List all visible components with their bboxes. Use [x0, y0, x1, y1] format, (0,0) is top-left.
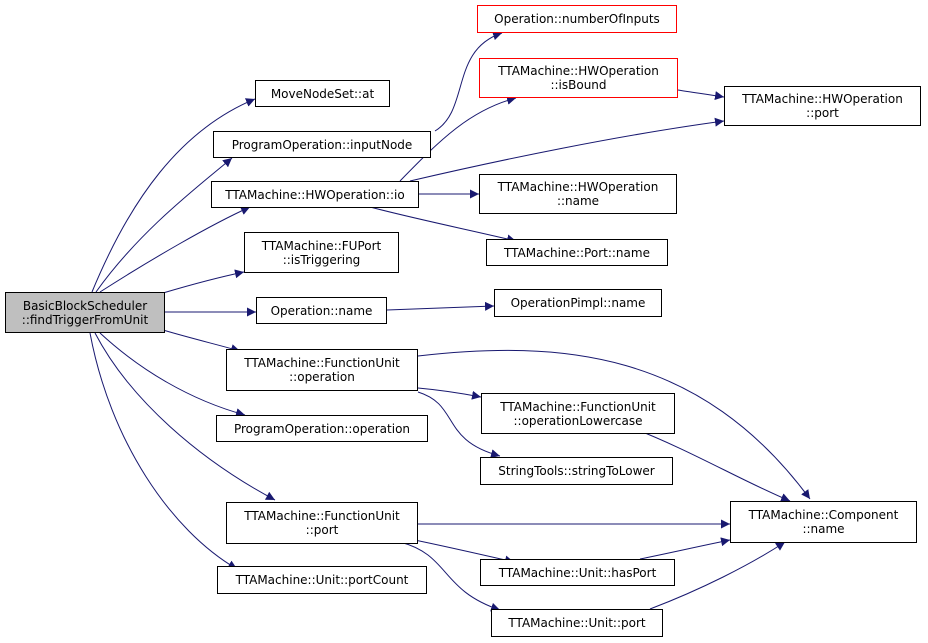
node-hwoperation-port[interactable]: TTAMachine::HWOperation ::port: [724, 86, 921, 126]
node-unit-port-count[interactable]: TTAMachine::Unit::portCount: [217, 566, 427, 594]
node-label-line1: TTAMachine::FunctionUnit: [244, 509, 400, 523]
node-label-line1: TTAMachine::HWOperation: [742, 92, 903, 106]
node-label-line2: ::operation: [289, 370, 355, 384]
node-label-line2: ::port: [305, 523, 339, 537]
edge-root-to-fu-operation: [162, 329, 241, 353]
node-label-line2: ::isBound: [550, 78, 607, 92]
edge-unit-port-to-component-name: [649, 541, 786, 610]
edge-fu-operation-to-component-name: [417, 349, 811, 500]
edge-lowercase-to-component-name: [629, 426, 791, 502]
edge-input-node-to-number-of-inputs: [434, 31, 503, 132]
node-hwoperation-io[interactable]: TTAMachine::HWOperation::io: [211, 181, 419, 208]
edge-root-to-hw-io: [99, 206, 251, 293]
edge-fu-operation-to-string-to-lower: [417, 391, 501, 459]
edge-root-to-program-operation-operation: [99, 332, 246, 417]
edge-operation-name-to-pimpl-name: [386, 301, 495, 311]
node-label-line2: ::operationLowercase: [513, 413, 643, 428]
node-program-operation-operation[interactable]: ProgramOperation::operation: [216, 415, 428, 442]
node-component-name[interactable]: TTAMachine::Component ::name: [730, 501, 917, 543]
node-function-unit-operation[interactable]: TTAMachine::FunctionUnit ::operation: [226, 349, 418, 391]
node-label-line2: ::name: [802, 522, 845, 536]
edge-fu-port-to-unit-port: [399, 541, 501, 612]
node-string-tools-string-to-lower[interactable]: StringTools::stringToLower: [480, 457, 673, 485]
node-label-line2: ::isTriggering: [282, 252, 361, 267]
node-program-operation-input-node[interactable]: ProgramOperation::inputNode: [213, 131, 431, 158]
node-label-line2: ::findTriggerFromUnit: [21, 312, 149, 327]
node-label-line1: TTAMachine::HWOperation::io: [225, 187, 405, 202]
node-hwoperation-name[interactable]: TTAMachine::HWOperation ::name: [479, 174, 677, 214]
node-operation-name[interactable]: Operation::name: [256, 297, 387, 324]
node-label-line1: TTAMachine::HWOperation: [497, 180, 659, 194]
node-port-name[interactable]: TTAMachine::Port::name: [486, 239, 668, 266]
edge-hw-io-to-is-bound: [399, 95, 517, 182]
node-hwoperation-is-bound[interactable]: TTAMachine::HWOperation ::isBound: [479, 58, 678, 98]
node-label-line1: OperationPimpl::name: [510, 296, 646, 310]
edge-is-bound-to-hw-port: [677, 89, 725, 101]
node-label-line1: TTAMachine::FunctionUnit: [244, 356, 400, 370]
edge-hw-io-to-hw-port: [409, 117, 725, 182]
node-label-line1: Operation::name: [270, 303, 373, 318]
node-label-line1: BasicBlockScheduler: [22, 298, 148, 313]
node-unit-port[interactable]: TTAMachine::Unit::port: [491, 609, 663, 637]
node-function-unit-operation-lowercase[interactable]: TTAMachine::FunctionUnit ::operationLowe…: [481, 393, 675, 434]
edge-has-port-to-component-name: [639, 537, 731, 560]
node-label-line1: TTAMachine::FunctionUnit: [500, 399, 656, 414]
edge-root-to-fu-port: [94, 332, 276, 501]
node-label-line1: TTAMachine::Unit::portCount: [235, 573, 409, 587]
node-label-line1: TTAMachine::FUPort: [261, 238, 382, 253]
node-label-line1: StringTools::stringToLower: [498, 464, 655, 478]
node-fuport-is-triggering[interactable]: TTAMachine::FUPort ::isTriggering: [244, 232, 399, 273]
node-label-line1: ProgramOperation::operation: [233, 421, 411, 436]
node-operation-number-of-inputs[interactable]: Operation::numberOfInputs: [477, 5, 677, 33]
edge-root-to-unit-port-count: [89, 332, 238, 570]
edge-root-to-input-node: [95, 157, 233, 293]
edge-root-to-fuport-is-triggering: [162, 269, 245, 294]
node-label-line1: MoveNodeSet::at: [270, 86, 375, 101]
node-label-line1: TTAMachine::Unit::port: [508, 616, 646, 630]
node-label-line1: TTAMachine::Port::name: [504, 245, 650, 260]
node-basic-block-scheduler-find-trigger-from-unit[interactable]: BasicBlockScheduler ::findTriggerFromUni…: [5, 292, 165, 333]
node-label-line2: ::port: [806, 106, 839, 120]
node-label-line1: Operation::numberOfInputs: [494, 12, 660, 26]
edge-hw-io-to-port-name: [369, 206, 517, 244]
node-unit-has-port[interactable]: TTAMachine::Unit::hasPort: [480, 559, 675, 586]
node-move-node-set-at[interactable]: MoveNodeSet::at: [255, 80, 390, 107]
edge-fu-operation-to-lowercase: [417, 387, 482, 400]
node-label-line1: TTAMachine::Component: [748, 508, 899, 522]
node-label-line2: ::name: [556, 194, 600, 208]
node-label-line1: TTAMachine::Unit::hasPort: [498, 565, 657, 580]
node-operation-pimpl-name[interactable]: OperationPimpl::name: [494, 289, 662, 317]
node-label-line1: TTAMachine::HWOperation: [498, 64, 659, 78]
node-function-unit-port[interactable]: TTAMachine::FunctionUnit ::port: [226, 502, 418, 544]
node-label-line1: ProgramOperation::inputNode: [231, 137, 413, 152]
edge-root-to-move-node-set-at: [91, 98, 256, 293]
